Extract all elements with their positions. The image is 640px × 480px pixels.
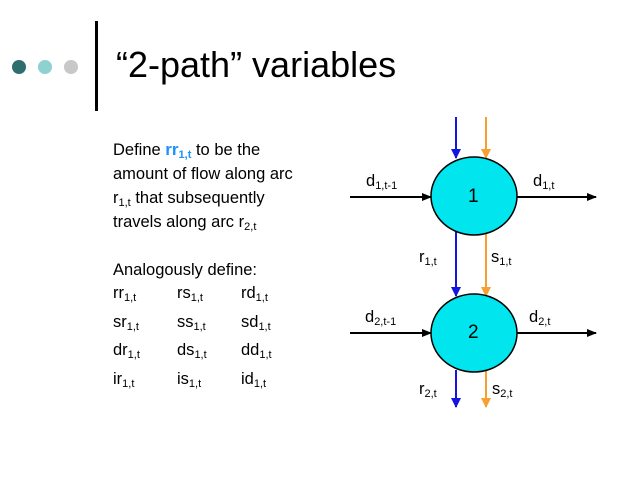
highlighted-variable: rr1,t	[165, 140, 192, 161]
bullet-dot-2	[38, 60, 52, 74]
grid-variable-ir: ir1,t	[113, 369, 135, 390]
label-d-in-1: d1,t-1	[366, 172, 398, 192]
node-2-circle	[430, 293, 518, 373]
grid-variable-dd: dd1,t	[241, 341, 272, 361]
label-r-2: r2,t	[419, 380, 437, 400]
bullet-dot-3	[64, 60, 78, 74]
label-d-out-2: d2,t	[529, 308, 551, 328]
label-s-1: s1,t	[491, 248, 512, 268]
definition-line-3: r1,t that subsequently	[113, 189, 265, 209]
analog-heading: Analogously define:	[113, 261, 258, 279]
grid-variable-is: is1,t	[177, 369, 202, 390]
grid-variable-sr: sr1,t	[113, 312, 139, 333]
grid-variable-id: id1,t	[241, 369, 267, 390]
definition-text: Define rr1,t to be the amount of flow al…	[113, 138, 293, 234]
label-d-out-1: d1,t	[533, 172, 555, 192]
node-2-label: 2	[468, 322, 479, 343]
node-1-label: 1	[468, 186, 479, 207]
grid-variable-ds: ds1,t	[177, 341, 207, 361]
grid-variable-ss: ss1,t	[177, 312, 206, 333]
label-d-in-2: d2,t-1	[365, 308, 397, 328]
node-1-circle	[430, 156, 518, 236]
grid-variable-dr: dr1,t	[113, 341, 140, 361]
slide-title: “2-path” variables	[116, 44, 397, 85]
grid-variable-rd: rd1,t	[241, 284, 268, 304]
title-divider	[95, 21, 98, 111]
definition-line-4: travels along arc r2,t	[113, 213, 257, 233]
definition-line-2: amount of flow along arc	[113, 165, 293, 183]
grid-variable-rr: rr1,t	[113, 284, 137, 304]
label-r-1: r1,t	[419, 248, 437, 268]
grid-variable-rs: rs1,t	[177, 284, 203, 304]
bullet-dot-1	[12, 60, 26, 74]
label-s-2: s2,t	[492, 380, 513, 400]
grid-variable-sd: sd1,t	[241, 312, 271, 333]
definition-line-1: Define rr1,t to be the	[113, 140, 261, 161]
